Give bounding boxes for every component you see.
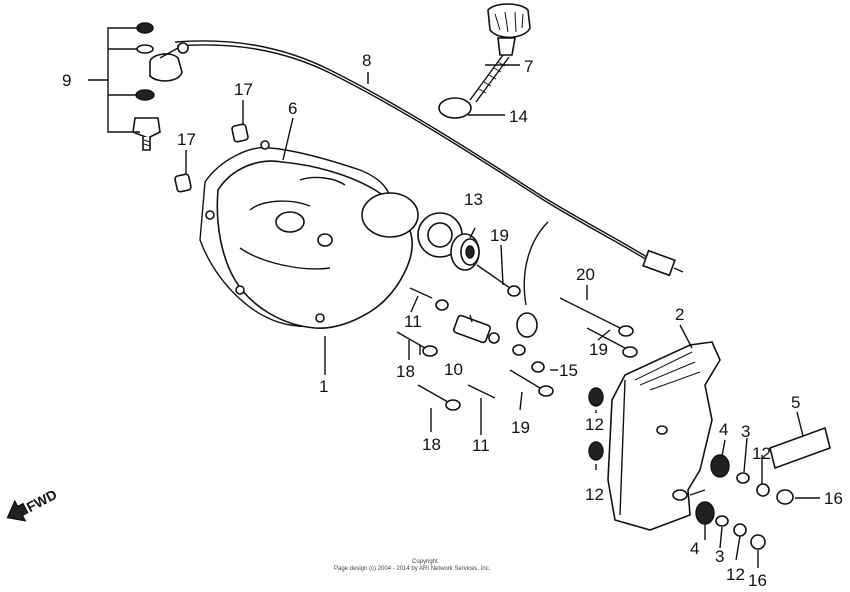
callout-9: 9 (62, 71, 71, 90)
callout-19-upper: 19 (490, 226, 509, 245)
callout-18-upper: 18 (396, 362, 415, 381)
emblem-5 (769, 426, 831, 470)
dowel-pin-11-upper (409, 287, 433, 299)
grommet-4-upper (710, 454, 730, 478)
clutch-cover (205, 140, 463, 329)
bolt-20 (559, 297, 634, 337)
bolt-18-upper (396, 331, 438, 357)
switch-wire (523, 221, 549, 306)
callout-1: 1 (319, 377, 328, 396)
callout-11-upper: 11 (404, 312, 422, 331)
dowel-pin-11-lower (467, 384, 496, 399)
callout-18-lower: 18 (422, 435, 441, 454)
washer-12-upper-left (588, 387, 604, 407)
callout-8: 8 (362, 51, 371, 70)
callout-17-upper: 17 (234, 80, 253, 99)
callout-12-right-upper: 12 (752, 444, 771, 463)
sensor-assembly (132, 22, 189, 151)
side-cover (607, 341, 721, 531)
callout-6: 6 (288, 99, 297, 118)
callout-19-lower: 19 (511, 418, 530, 437)
callout-15: 15 (559, 361, 578, 380)
callout-5: 5 (791, 393, 800, 412)
cable-connector (642, 249, 676, 277)
bolt-19-upper (476, 264, 521, 297)
callout-19-right: 19 (589, 340, 608, 359)
callout-3-lower: 3 (715, 547, 724, 566)
callout-12-right-lower: 12 (726, 565, 745, 584)
forward-arrow-icon (6, 499, 29, 522)
washer-12-upper-right (756, 483, 770, 497)
callout-4-lower: 4 (690, 539, 699, 558)
washer-12-lower-left (588, 441, 604, 461)
forward-arrow: FWD (6, 486, 60, 522)
collar-3-lower (715, 515, 729, 527)
callout-13: 13 (464, 190, 483, 209)
callout-3-upper: 3 (741, 422, 750, 441)
callout-17-lower: 17 (177, 130, 196, 149)
bolt-19-lower (509, 369, 554, 397)
callout-4-upper: 4 (719, 420, 728, 439)
bolt-16-lower (750, 534, 766, 550)
callout-20: 20 (576, 265, 595, 284)
speedometer-cable (174, 40, 656, 263)
callout-16-right: 16 (824, 489, 843, 508)
dowel-pin-lower (174, 173, 192, 193)
copyright-line-1: Copyright (412, 559, 438, 565)
callout-labels: 1 2 3 3 4 4 5 6 7 8 9 10 11 11 12 12 12 … (62, 51, 843, 590)
callout-2: 2 (675, 305, 684, 324)
callout-bracket-9 (88, 27, 140, 133)
leader-lines (185, 64, 820, 568)
grommet-4-lower (695, 501, 715, 525)
o-ring (438, 97, 472, 119)
callout-10: 10 (444, 360, 463, 379)
fwd-label: FWD (24, 486, 60, 515)
bolt-19-right (586, 327, 638, 358)
bolt-16-upper (776, 489, 794, 505)
collar-3-upper (736, 472, 750, 484)
neutral-switch (452, 312, 538, 356)
dowel-pin-upper (231, 123, 249, 143)
callout-12-left-upper: 12 (585, 415, 604, 434)
oil-seal (450, 233, 480, 271)
nut-15 (531, 361, 545, 373)
copyright-line-2: Page design (c) 2004 - 2014 by ARI Netwo… (334, 566, 491, 572)
washer-12-lower-right (733, 523, 747, 537)
callout-7: 7 (524, 57, 533, 76)
washer-11-upper (435, 299, 449, 311)
callout-16-bottom: 16 (748, 571, 767, 590)
oil-filler-cap (469, 3, 531, 103)
callout-12-left-lower: 12 (585, 485, 604, 504)
bolt-18-lower (417, 384, 461, 411)
callout-11-lower: 11 (472, 436, 490, 455)
callout-14: 14 (509, 107, 528, 126)
